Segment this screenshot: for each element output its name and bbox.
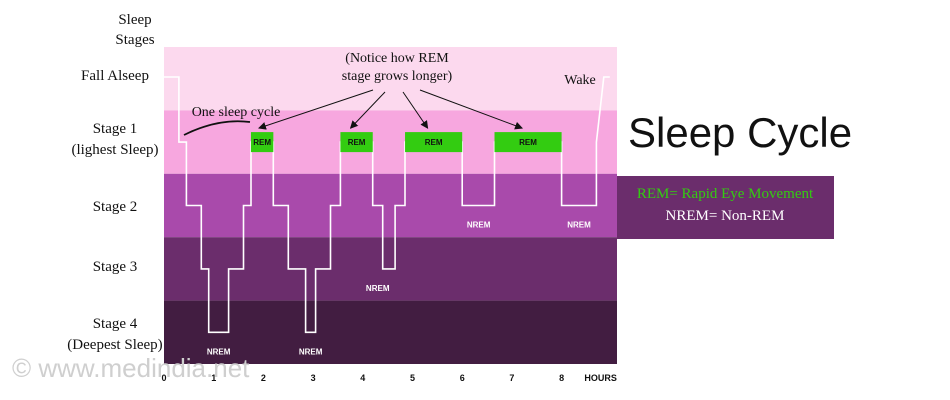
stage-label-1: Stage 1 (lighest Sleep) — [71, 121, 158, 158]
stage-band-0 — [164, 47, 617, 111]
legend-box: REM= Rapid Eye Movement NREM= Non-REM — [617, 176, 834, 239]
rem-label-3: REM — [519, 138, 537, 147]
nrem-label-0: NREM — [207, 347, 231, 356]
stage-label-line: Stage 2 — [93, 199, 138, 215]
rem-label-1: REM — [348, 138, 366, 147]
stage-label-line: Stage 1 — [93, 121, 138, 137]
y-axis-title-line: Stages — [115, 32, 154, 48]
rem-label-2: REM — [425, 138, 443, 147]
stage-band-4 — [164, 300, 617, 364]
notice-line: stage grows longer) — [342, 69, 453, 84]
annotations: (Notice how REM stage grows longer) One sl… — [183, 51, 596, 136]
x-tick-5: 5 — [410, 373, 415, 383]
stage-label-line: Fall Alseep — [81, 68, 149, 84]
notice-annotation: (Notice how REM stage grows longer) — [342, 51, 453, 84]
nrem-labels: NREM NREM NREM NREM NREM — [207, 221, 591, 357]
legend-nrem: NREM= Non-REM — [666, 208, 785, 224]
cycle-curve — [183, 120, 251, 136]
stage-label-0: Fall Alseep — [81, 68, 149, 84]
notice-line: (Notice how REM — [345, 51, 449, 66]
stage-label-4: Stage 4 (Deepest Sleep) — [67, 316, 162, 353]
x-tick-1: 1 — [211, 373, 216, 383]
x-tick-8: 8 — [559, 373, 564, 383]
legend-background — [617, 176, 834, 239]
nrem-label-4: NREM — [567, 221, 591, 230]
x-unit-label: HOURS — [584, 373, 617, 383]
one-sleep-cycle-label: One sleep cycle — [192, 105, 281, 120]
hypnogram — [164, 76, 610, 334]
stage-label-3: Stage 3 — [93, 259, 138, 275]
x-tick-4: 4 — [360, 373, 365, 383]
legend-rem: REM= Rapid Eye Movement — [637, 186, 814, 202]
stage-label-line: Stage 4 — [93, 316, 138, 332]
stage-label-2: Stage 2 — [93, 199, 138, 215]
stage-label-line: Stage 3 — [93, 259, 138, 275]
hypnogram-line — [164, 76, 610, 334]
stage-bands — [164, 47, 617, 364]
x-tick-0: 0 — [161, 373, 166, 383]
rem-box-1 — [340, 132, 373, 153]
stage-label-line: (lighest Sleep) — [71, 142, 158, 158]
rem-box-2 — [405, 132, 463, 153]
x-tick-6: 6 — [460, 373, 465, 383]
notice-arrow-3 — [419, 89, 523, 130]
notice-arrow-0 — [258, 89, 374, 130]
rem-box-0 — [250, 132, 274, 153]
chart-title: Sleep Cycle — [628, 109, 852, 156]
stage-label-line: (Deepest Sleep) — [67, 337, 162, 353]
x-tick-3: 3 — [311, 373, 316, 383]
nrem-label-1: NREM — [299, 347, 323, 356]
x-tick-7: 7 — [509, 373, 514, 383]
notice-arrow-1 — [349, 91, 386, 129]
x-axis-ticks: 0 1 2 3 4 5 6 7 8 HOURS — [161, 373, 616, 383]
notice-arrow-2 — [402, 91, 429, 129]
wake-label: Wake — [564, 73, 596, 88]
rem-label-0: REM — [253, 138, 271, 147]
rem-periods: REM REM REM REM — [250, 132, 562, 153]
stage-band-2 — [164, 173, 617, 238]
x-tick-2: 2 — [261, 373, 266, 383]
watermark: © www.medindia.net — [12, 353, 250, 383]
y-axis-title-line: Sleep — [118, 12, 151, 28]
nrem-label-3: NREM — [467, 221, 491, 230]
nrem-label-2: NREM — [366, 284, 390, 293]
rem-box-3 — [494, 132, 562, 153]
